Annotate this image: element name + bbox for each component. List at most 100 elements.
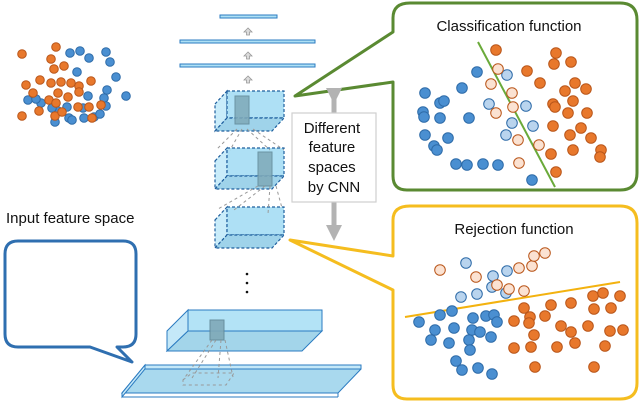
class-b-point bbox=[547, 120, 559, 132]
class-b-point bbox=[53, 88, 63, 98]
class-b-point bbox=[59, 61, 69, 71]
input-title: Input feature space bbox=[6, 210, 134, 227]
class-b-point bbox=[550, 47, 562, 59]
cnn-note-box: Different feature spaces by CNN bbox=[291, 112, 377, 203]
input-projection-lines bbox=[182, 339, 235, 386]
class-a-point bbox=[450, 158, 462, 170]
fc-layer-bottom bbox=[179, 63, 316, 68]
class-b-point bbox=[35, 75, 45, 85]
class-a-point bbox=[491, 316, 503, 328]
class-a-point bbox=[474, 326, 486, 338]
class-b-point bbox=[521, 65, 533, 77]
class-b-point bbox=[74, 87, 84, 97]
class-b-uncertain-point bbox=[485, 78, 497, 90]
class-a-point bbox=[419, 87, 431, 99]
class-b-uncertain-point bbox=[506, 87, 518, 99]
class-b-uncertain-point bbox=[526, 260, 538, 272]
class-a-point bbox=[467, 312, 479, 324]
class-b-uncertain-point bbox=[533, 139, 545, 151]
class-b-point bbox=[46, 78, 56, 88]
class-b-point bbox=[614, 290, 626, 302]
class-a-point bbox=[486, 368, 498, 380]
class-b-point bbox=[585, 132, 597, 144]
class-a-point bbox=[431, 144, 443, 156]
class-a-point bbox=[492, 159, 504, 171]
class-b-point bbox=[588, 361, 600, 373]
class-b-point bbox=[555, 320, 567, 332]
class-a-point bbox=[105, 57, 115, 67]
class-a-uncertain-point bbox=[506, 117, 518, 129]
fc-layer-top bbox=[219, 14, 278, 19]
class-a-point bbox=[438, 95, 450, 107]
class-b-point bbox=[528, 329, 540, 341]
class-a-point bbox=[463, 334, 475, 346]
class-a-point bbox=[463, 112, 475, 124]
cnn-note-line: by CNN bbox=[308, 179, 361, 196]
class-a-point bbox=[429, 324, 441, 336]
class-a-point bbox=[419, 129, 431, 141]
class-b-point bbox=[523, 317, 535, 329]
class-b-point bbox=[564, 129, 576, 141]
class-b-point bbox=[17, 111, 27, 121]
classification-points bbox=[417, 44, 607, 186]
class-b-uncertain-point bbox=[539, 247, 551, 259]
class-a-point bbox=[121, 91, 131, 101]
class-b-uncertain-point bbox=[470, 271, 482, 283]
class-b-point bbox=[550, 166, 562, 178]
class-b-point bbox=[545, 148, 557, 160]
class-a-point bbox=[111, 72, 121, 82]
class-a-point bbox=[75, 46, 85, 56]
class-b-point bbox=[51, 42, 61, 52]
class-b-uncertain-point bbox=[492, 63, 504, 75]
class-b-point bbox=[63, 92, 73, 102]
class-a-point bbox=[425, 334, 437, 346]
class-b-point bbox=[57, 107, 67, 117]
class-b-point bbox=[518, 302, 530, 314]
class-b-point bbox=[84, 102, 94, 112]
class-b-point bbox=[525, 341, 537, 353]
class-b-uncertain-point bbox=[503, 283, 515, 295]
class-b-uncertain-point bbox=[513, 157, 525, 169]
class-b-point bbox=[21, 80, 31, 90]
receptive-field-block bbox=[234, 95, 250, 125]
class-a-point bbox=[79, 113, 89, 123]
class-b-point bbox=[34, 106, 44, 116]
class-b-point bbox=[565, 326, 577, 338]
class-b-point bbox=[569, 337, 581, 349]
input-bubble: Input feature space bbox=[3, 42, 138, 364]
class-a-uncertain-point bbox=[483, 98, 495, 110]
class-b-point bbox=[508, 342, 520, 354]
classification-boundary-line bbox=[477, 41, 556, 188]
class-b-point bbox=[549, 101, 561, 113]
input-plane bbox=[120, 363, 362, 399]
class-a-point bbox=[101, 47, 111, 57]
class-b-point bbox=[597, 287, 609, 299]
class-a-uncertain-point bbox=[501, 265, 513, 277]
fully-connected-layers bbox=[179, 14, 316, 84]
class-a-point bbox=[102, 85, 112, 95]
rejection-bubble: Rejection function bbox=[288, 204, 639, 401]
class-b-point bbox=[86, 76, 96, 86]
class-b-point bbox=[534, 77, 546, 89]
class-b-uncertain-point bbox=[491, 279, 503, 291]
class-a-point bbox=[456, 364, 468, 376]
class-b-point bbox=[565, 56, 577, 68]
class-b-point bbox=[617, 324, 629, 336]
cnn-note-line: feature bbox=[309, 139, 356, 156]
conv-feature-map-3 bbox=[213, 205, 286, 250]
class-a-point bbox=[67, 115, 77, 125]
class-b-point bbox=[539, 310, 551, 322]
up-arrow-icon bbox=[243, 75, 253, 84]
class-b-point bbox=[548, 58, 560, 70]
receptive-field-block bbox=[209, 319, 225, 341]
class-a-point bbox=[84, 53, 94, 63]
class-b-point bbox=[46, 54, 56, 64]
class-a-point bbox=[83, 91, 93, 101]
class-a-uncertain-point bbox=[501, 69, 513, 81]
class-b-uncertain-point bbox=[507, 101, 519, 113]
class-b-uncertain-point bbox=[434, 264, 446, 276]
class-a-point bbox=[442, 132, 454, 144]
receptive-field-block bbox=[257, 151, 273, 187]
class-a-point bbox=[472, 362, 484, 374]
class-b-uncertain-point bbox=[512, 134, 524, 146]
